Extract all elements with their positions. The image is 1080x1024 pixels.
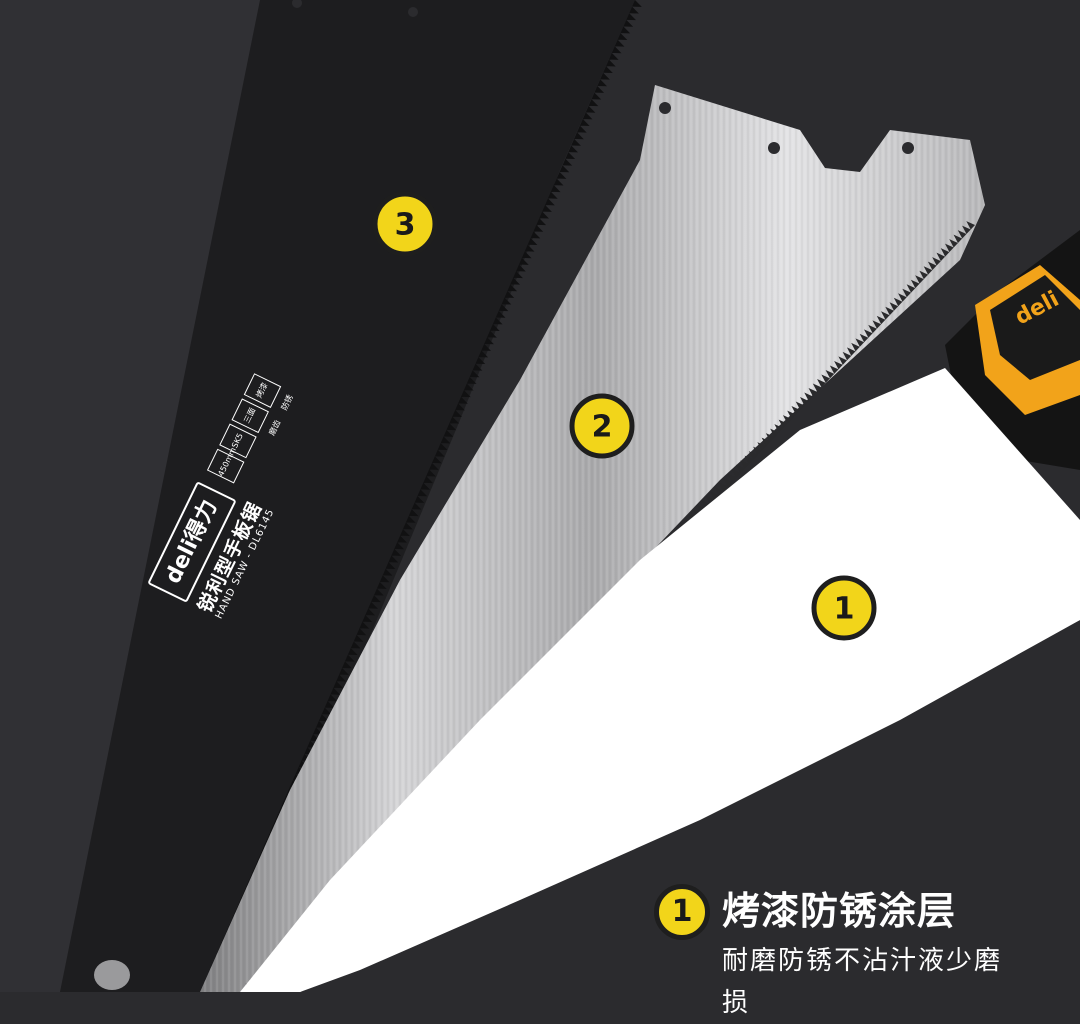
blade-white xyxy=(240,368,1080,992)
saw-scene: deli 3 2 1 xyxy=(60,0,1080,992)
blade-hole xyxy=(408,7,418,17)
feature-description: 耐磨防锈不沾汁液少磨损 xyxy=(722,946,1003,1018)
blade-hole xyxy=(292,0,302,8)
badge-1: 1 xyxy=(811,575,877,641)
badge-2: 2 xyxy=(569,393,635,459)
badge-3: 3 xyxy=(372,191,438,257)
blade-hole xyxy=(659,102,671,114)
blade-black xyxy=(60,0,642,992)
svg-text:1: 1 xyxy=(834,592,855,627)
blade-hole xyxy=(902,142,914,154)
svg-text:2: 2 xyxy=(592,410,613,445)
svg-text:3: 3 xyxy=(395,208,416,243)
blade-hole xyxy=(768,142,780,154)
blade-hole xyxy=(94,960,130,990)
feature-number-badge: 1 xyxy=(654,884,710,940)
feature-title: 烤漆防锈涂层 xyxy=(722,889,957,933)
feature-caption: 1 烤漆防锈涂层 耐磨防锈不沾汁液少磨损 xyxy=(650,874,1080,1018)
